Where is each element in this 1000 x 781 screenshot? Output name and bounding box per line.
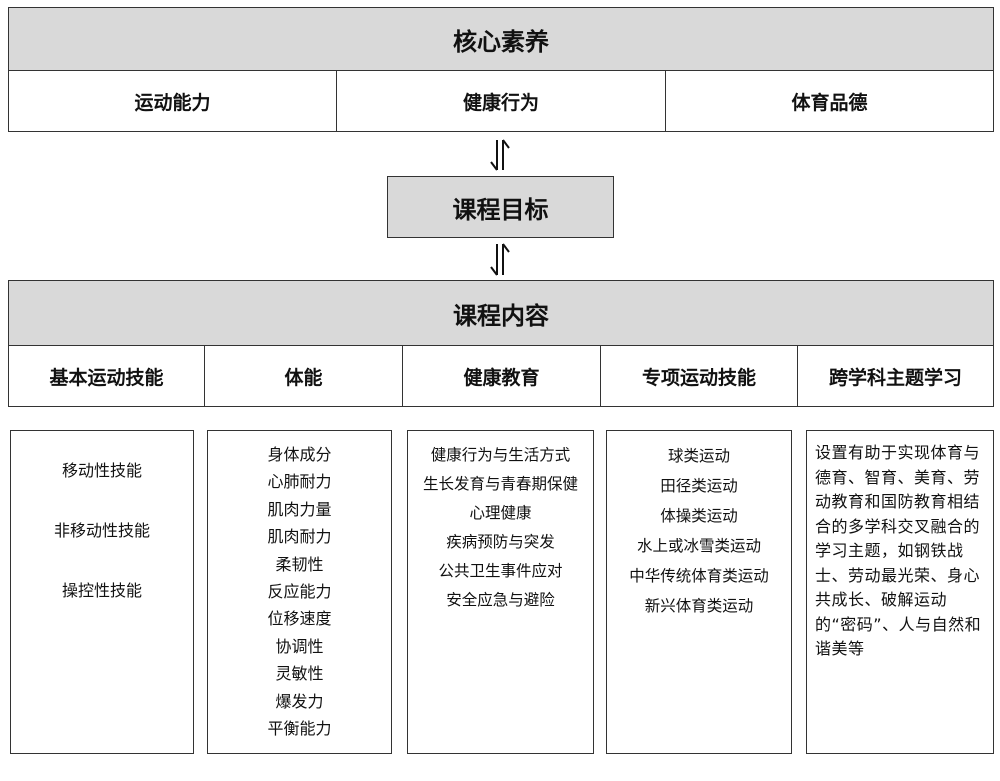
list-item: 身体成分 xyxy=(267,445,332,464)
health-education-list: 健康行为与生活方式 生长发育与青春期保健 心理健康 疾病预防与突发 公共卫生事件… xyxy=(407,430,594,754)
core-item-sports-ethics: 体育品德 xyxy=(665,70,994,132)
list-item: 肌肉力量 xyxy=(267,499,332,519)
fitness-list: 身体成分 心肺耐力 肌肉力量 肌肉耐力 柔韧性 反应能力 位移速度 协调性 灵敏… xyxy=(207,430,392,754)
category-health-education: 健康教育 xyxy=(402,345,601,407)
special-sports-list: 球类运动 田径类运动 体操类运动 水上或冰雪类运动 中华传统体育类运动 新兴体育… xyxy=(606,430,792,754)
category-special-sports-skills: 专项运动技能 xyxy=(600,345,798,407)
category-fitness: 体能 xyxy=(204,345,403,407)
list-item: 田径类运动 xyxy=(660,477,738,495)
list-item: 平衡能力 xyxy=(267,719,332,739)
list-item: 疾病预防与突发 xyxy=(446,533,555,551)
course-goal-title: 课程目标 xyxy=(452,195,549,224)
core-item-health-behavior: 健康行为 xyxy=(336,70,666,132)
core-item-label: 体育品德 xyxy=(791,91,868,114)
list-item: 体操类运动 xyxy=(660,507,738,525)
list-item: 球类运动 xyxy=(667,447,730,465)
core-item-label: 健康行为 xyxy=(462,91,539,114)
core-literacy-header: 核心素养 xyxy=(8,7,994,71)
list-item: 新兴体育类运动 xyxy=(644,597,754,615)
list-item: 操控性技能 xyxy=(61,581,142,600)
list-item: 水上或冰雪类运动 xyxy=(636,537,761,555)
list-item: 反应能力 xyxy=(267,582,332,602)
course-goal-box: 课程目标 xyxy=(387,176,614,238)
category-interdisciplinary-learning: 跨学科主题学习 xyxy=(797,345,994,407)
category-label: 基本运动技能 xyxy=(49,366,164,389)
category-basic-motor-skills: 基本运动技能 xyxy=(8,345,205,407)
bidirectional-arrow-icon xyxy=(490,243,510,276)
list-item: 公共卫生事件应对 xyxy=(438,562,563,580)
list-item: 安全应急与避险 xyxy=(446,591,555,609)
list-item: 协调性 xyxy=(275,636,324,656)
category-label: 健康教育 xyxy=(463,366,540,389)
list-item: 生长发育与青春期保健 xyxy=(422,475,578,493)
bidirectional-arrow-icon xyxy=(490,139,510,171)
list-item: 肌肉耐力 xyxy=(267,527,332,547)
list-item: 中华传统体育类运动 xyxy=(629,567,769,585)
category-label: 专项运动技能 xyxy=(641,366,756,389)
core-literacy-title: 核心素养 xyxy=(453,27,549,56)
core-item-motor-ability: 运动能力 xyxy=(8,70,337,132)
list-item: 健康行为与生活方式 xyxy=(430,446,571,464)
core-item-label: 运动能力 xyxy=(134,91,211,114)
category-label: 跨学科主题学习 xyxy=(828,366,962,389)
course-content-header: 课程内容 xyxy=(8,280,994,346)
list-item: 位移速度 xyxy=(267,609,332,629)
list-item: 心理健康 xyxy=(469,504,532,522)
list-item: 柔韧性 xyxy=(275,554,324,574)
list-item: 爆发力 xyxy=(275,691,324,711)
list-item: 心肺耐力 xyxy=(267,472,332,492)
basic-skills-list: 移动性技能 非移动性技能 操控性技能 xyxy=(10,430,194,754)
category-label: 体能 xyxy=(284,366,323,389)
list-item: 灵敏性 xyxy=(275,664,324,684)
list-item: 移动性技能 xyxy=(61,461,142,480)
course-content-title: 课程内容 xyxy=(453,301,549,330)
list-item: 非移动性技能 xyxy=(53,521,150,540)
interdisciplinary-description: 设置有助于实现体育与德育、智育、美育、劳动教育和国防教育相结合的多学科交叉融合的… xyxy=(806,430,994,754)
